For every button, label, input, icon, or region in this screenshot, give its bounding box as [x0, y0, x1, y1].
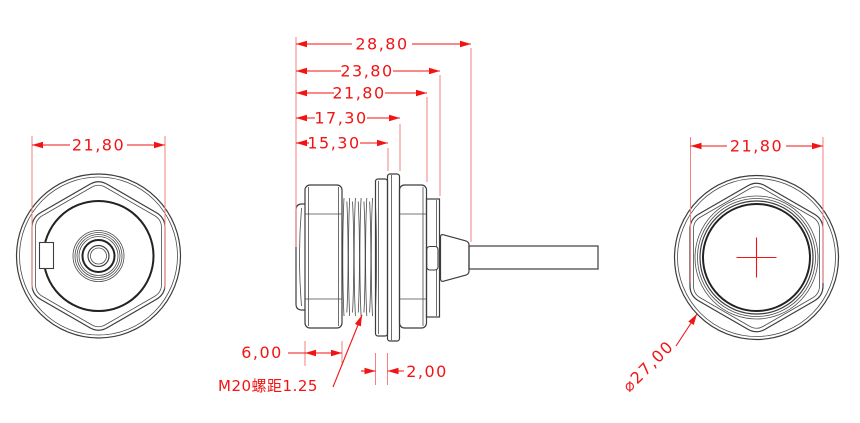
front-ring	[74, 232, 123, 280]
rear-hex-outline-inner	[693, 186, 820, 329]
rear-hex-body	[398, 184, 428, 329]
arrowhead-icon	[296, 67, 307, 75]
arrowhead-icon	[354, 315, 362, 327]
arrowhead-icon	[296, 114, 307, 122]
arrowhead-icon	[296, 40, 307, 48]
front-pin-hole	[87, 244, 110, 268]
rear-outer-circle	[673, 174, 840, 341]
arrowhead-icon	[154, 141, 165, 149]
thread-crest-line	[369, 201, 372, 313]
front-outer-circle-inner	[19, 176, 178, 336]
panel-washer	[374, 178, 389, 337]
flange-plate	[386, 173, 401, 342]
front-hex-outline-inner	[35, 184, 162, 328]
thread-spec-note: M20螺距1.25	[218, 377, 318, 395]
thread-section	[342, 197, 377, 317]
thread-crest-line	[346, 201, 349, 313]
mating-face-curve	[299, 207, 302, 307]
rear-ring	[694, 195, 819, 320]
dim-rear-width: 21,80	[730, 137, 783, 156]
thread-crest-line	[352, 201, 355, 313]
arrowhead-icon	[688, 314, 697, 325]
front-ring	[78, 236, 119, 276]
dim-length-2: 23,80	[340, 62, 393, 81]
arrowhead-icon	[305, 349, 316, 357]
cable	[468, 245, 599, 270]
rear-view	[673, 174, 840, 341]
arrowhead-icon	[331, 349, 342, 357]
dim-length-4: 17,30	[314, 109, 367, 128]
arrowhead-icon	[32, 141, 43, 149]
arrowhead-icon	[364, 367, 376, 375]
strain-relief-boot	[439, 234, 470, 282]
arrowhead-icon	[296, 139, 307, 147]
thread-crest-line	[370, 197, 373, 317]
front-outer-circle	[15, 173, 182, 339]
front-ring	[76, 234, 121, 278]
rear-ring	[699, 200, 814, 315]
thread-crest-line	[348, 197, 351, 317]
thread-crest-line	[353, 197, 356, 317]
extension-lines	[31, 37, 824, 385]
rear-ring	[697, 198, 816, 317]
arrowhead-icon	[429, 67, 440, 75]
center-crosshair-icon	[736, 237, 777, 278]
arrowhead-icon	[387, 367, 399, 375]
thread-crest-line	[363, 201, 366, 313]
front-barrel	[81, 239, 116, 273]
side-view	[295, 173, 599, 342]
front-view	[15, 173, 182, 339]
front-socket-circle	[42, 200, 155, 312]
dimension-arrowheads	[32, 40, 823, 375]
coupling-hex-nut	[304, 184, 343, 329]
thread-crest-line	[359, 197, 362, 317]
arrowhead-icon	[389, 114, 400, 122]
arrowhead-icon	[296, 89, 307, 97]
mating-face-cap	[295, 203, 306, 311]
dim-hex-width: 6,00	[241, 343, 283, 362]
thread-note-leader	[332, 314, 363, 388]
dimension-lines	[32, 43, 823, 388]
dim-length-5: 15,30	[307, 134, 360, 153]
arrowhead-icon	[690, 142, 702, 150]
rear-bore-circle	[702, 203, 811, 312]
dim-overall-length: 28,80	[355, 35, 408, 54]
thread-crest-line	[357, 201, 360, 313]
thread-crest-line	[365, 197, 368, 317]
arrowhead-icon	[812, 142, 823, 150]
dim-length-3: 21,80	[332, 84, 385, 103]
dim-front-width: 21,80	[72, 136, 125, 155]
arrowhead-icon	[377, 139, 388, 147]
dim-outer-diameter: ⌀27,00	[619, 337, 678, 396]
arrowhead-icon	[460, 40, 471, 48]
dim-plate-thickness: 2,00	[406, 362, 448, 381]
thread-crest-line	[342, 197, 345, 317]
arrowhead-icon	[416, 89, 427, 97]
front-pin-hole-inner	[90, 247, 107, 265]
rear-outer-circle-inner	[677, 178, 836, 337]
front-ring	[72, 230, 125, 282]
keyway-notch	[38, 241, 55, 270]
latch-tab	[426, 245, 439, 271]
